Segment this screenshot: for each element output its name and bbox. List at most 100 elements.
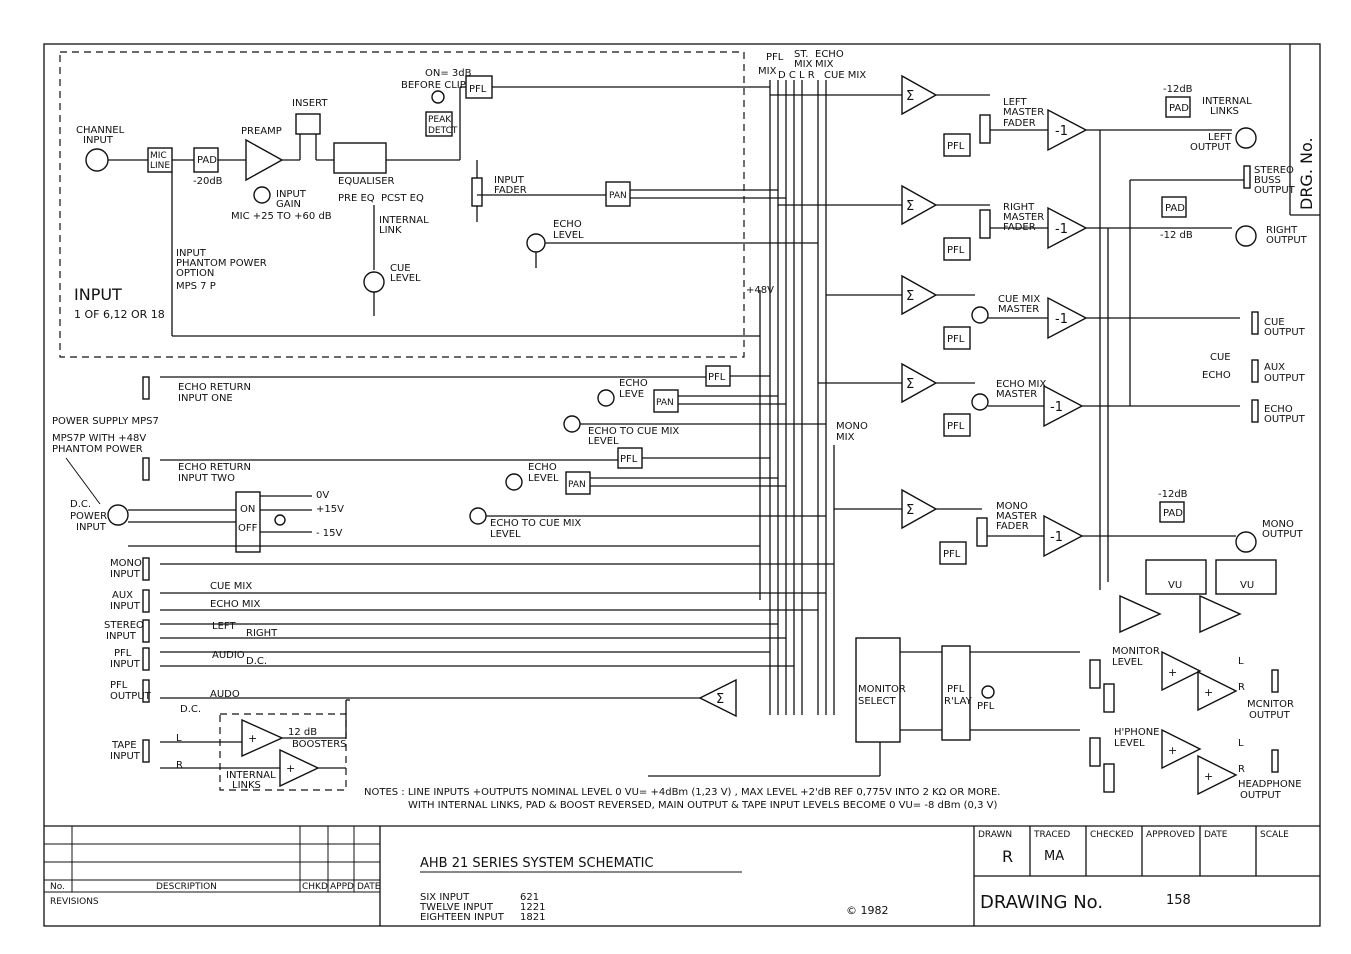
stereo-input-jack[interactable] [142,619,150,643]
supply-15vn-label: - 15V [316,528,343,539]
right-master-chain: Σ PFL -1 [778,184,1232,261]
hphone-level-pot-l[interactable] [1089,737,1101,767]
aux-input-jack[interactable] [142,589,150,613]
monitor-output-jack[interactable] [1271,669,1279,693]
pfl-input-jack[interactable] [142,647,150,671]
mono-input-jack[interactable] [142,557,150,581]
channel-pan-pot[interactable] [605,181,631,207]
echo-mix-master-chain: Σ PFL -1 [818,362,1240,437]
input-gain-label-2: GAIN [276,199,301,210]
aux-cue-mix-label: CUE MIX [210,581,252,592]
hphone-level-label-2: LEVEL [1114,738,1145,749]
input-gain-knob[interactable] [253,186,271,204]
right-master-label-3: FADER [1003,222,1036,233]
echo-tag: ECHO [1202,370,1231,381]
pfl-output-jack[interactable] [142,679,150,703]
monitor-select-switch[interactable] [855,637,901,743]
drawing-title: AHB 21 SERIES SYSTEM SCHEMATIC [420,856,654,871]
pfl-relay-box [941,645,971,741]
echo-return-two-level-pot[interactable] [505,473,523,491]
monitor-level-pot-r[interactable] [1103,683,1115,713]
copyright-label: © 1982 [846,904,889,917]
equaliser-box [333,142,387,174]
cue-level-pot[interactable] [363,271,385,293]
pfl-output-label-1: PFL [110,680,128,691]
dc-power-connector[interactable] [107,504,129,526]
date-header: DATE [1204,830,1228,840]
hphone-level-pot-r[interactable] [1103,763,1115,793]
aux-output-label-2: OUTPUT [1264,373,1306,384]
svg-text:+: + [1204,686,1213,699]
tape-input-label-1: TAPE [111,740,137,751]
channel-xlr-connector[interactable] [85,148,109,172]
echo-two-to-cue-pot[interactable] [469,507,487,525]
power-off-label: OFF [238,523,258,534]
input-fader[interactable] [471,177,483,207]
vu-driver-left [1119,594,1162,634]
echo-return-one-jack[interactable] [142,376,150,400]
equaliser-label: EQUALISER [338,176,395,187]
mono-master-chain: Σ PFL -1 [834,488,1236,565]
channel-pan-label: PAN [609,191,627,201]
cue-output-label-1: CUE [1264,317,1285,328]
preamp-triangle [245,138,284,182]
drg-no-label: DRG. No. [1297,137,1316,210]
echo-output-label-1: ECHO [1264,404,1293,415]
bus-lines [759,80,827,715]
monitor-output-label-2: OUTPUT [1249,710,1291,721]
cue-output-jack[interactable] [1251,311,1259,335]
headphone-output-jack[interactable] [1271,749,1279,773]
input-fader-label-2: FADER [494,185,527,196]
svg-text:PAD: PAD [1169,103,1189,114]
mono-output-xlr[interactable] [1235,531,1257,553]
tape-input-jack[interactable] [142,739,150,763]
echo-return-one-pan[interactable] [653,389,679,413]
aux-output-jack[interactable] [1251,359,1259,383]
left-output-xlr[interactable] [1235,127,1257,149]
monitor-l-label: L [1238,656,1244,667]
insert-jack[interactable] [295,113,321,135]
svg-text:-1: -1 [1055,124,1068,139]
hphone-amp-l [1161,728,1202,770]
svg-text:-1: -1 [1050,530,1063,545]
channel-echo-level-pot[interactable] [526,233,546,253]
input-title: INPUT [74,285,122,304]
dc-power-label-3: INPUT [76,522,107,533]
svg-text:PFL: PFL [620,454,638,465]
echo-output-jack[interactable] [1251,399,1259,423]
channel-input-label: INPUT [83,135,114,146]
stereo-buss-jack[interactable] [1243,165,1251,189]
line-label: LINE [150,161,170,171]
eighteen-input-label: EIGHTEEN INPUT [420,912,505,923]
monitor-amp-r [1197,670,1238,712]
cue-output-label-2: OUTPUT [1264,327,1306,338]
echo-to-cue-two-label-1: ECHO TO CUE MIX [490,518,581,529]
pfl-input-label-1: PFL [114,648,132,659]
drawing-border [43,43,1321,927]
cue-mix-master-chain: Σ PFL -1 [826,274,1240,350]
echo-level-two-label-1: ECHO [528,462,557,473]
echo-return-two-pan[interactable] [565,471,591,495]
bus-label-pfl: PFL [766,52,784,63]
monitor-level-pot-l[interactable] [1089,659,1101,689]
cue-mix-master-label-1: CUE MIX [998,294,1040,305]
left-master-chain: Σ PFL -1 [770,74,1232,157]
notes-line-1: NOTES : LINE INPUTS +OUTPUTS NOMINAL LEV… [364,787,1000,798]
echo-return-two-jack[interactable] [142,457,150,481]
mic-range-label: MIC +25 TO +60 dB [231,211,332,222]
echo-one-to-cue-pot[interactable] [563,415,581,433]
drawn-header: DRAWN [978,830,1012,840]
internal-link-label: INTERNAL [379,215,429,226]
power-switch[interactable] [235,491,261,553]
channel-pfl-label: PFL [469,84,487,95]
echo-output-label-2: OUTPUT [1264,414,1306,425]
echo-leve-label-2: LEVE [619,389,644,400]
right-master-label-2: MASTER [1003,212,1044,223]
supply-0v-label: 0V [316,490,329,501]
right-output-xlr[interactable] [1235,225,1257,247]
preamp-label: PREAMP [241,126,282,137]
echo-return-one-level-pot[interactable] [597,389,615,407]
svg-text:-1: -1 [1055,312,1068,327]
mic-label: MIC [150,151,167,161]
